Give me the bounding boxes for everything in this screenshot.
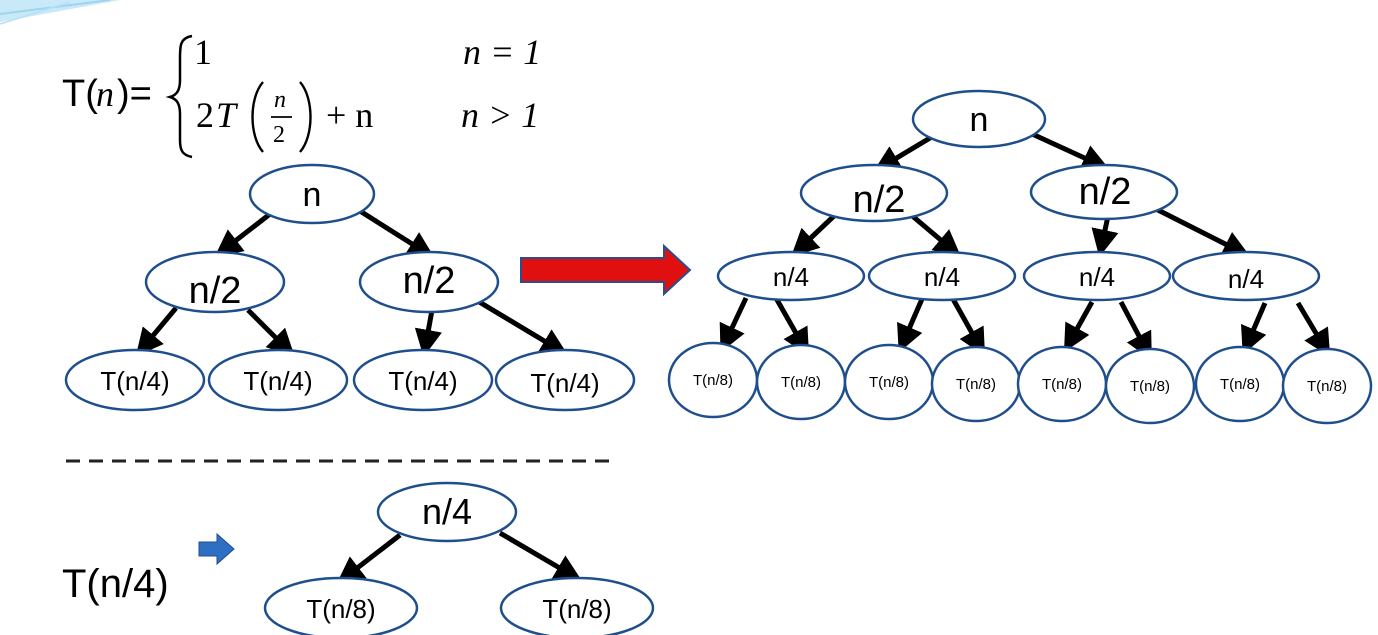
recurrence-formula: T( n )= 1 n = 1 2 T n 2 + n n > 1 — [62, 32, 541, 159]
node-label: T(n/8) — [781, 374, 821, 391]
tree-node — [799, 163, 949, 223]
node-label: T(n/4) — [243, 366, 312, 396]
tree-node-leaf — [1104, 347, 1196, 425]
left-tree-labels: n n/2 n/2 T(n/4) T(n/4) T(n/4) T(n/4) — [100, 176, 599, 398]
slide-corner-decoration — [0, 0, 120, 25]
edge — [872, 132, 937, 173]
edge — [773, 296, 810, 357]
edge — [1028, 130, 1110, 171]
node-label: n/2 — [403, 260, 456, 302]
edge — [950, 297, 986, 357]
formula-frac-den: 2 — [273, 122, 285, 148]
edge — [908, 212, 962, 258]
edge — [214, 212, 272, 258]
node-label: T(n/8) — [1220, 376, 1260, 393]
node-label: T(n/8) — [869, 374, 909, 391]
edge — [897, 298, 925, 353]
edge — [414, 309, 442, 358]
subtree-edges — [336, 530, 583, 585]
tree-node-leaf — [64, 348, 206, 412]
edge — [791, 213, 837, 257]
edge — [1063, 300, 1095, 353]
formula-right-paren — [299, 81, 312, 153]
edge — [1295, 301, 1331, 358]
tree-node-leaf — [1281, 347, 1373, 425]
edge — [1118, 300, 1152, 361]
tree-node-leaf — [494, 348, 636, 412]
tree-node — [1022, 250, 1172, 302]
right-tree-edges — [719, 130, 1331, 361]
tree-node-leaf — [263, 576, 419, 635]
tree-node — [358, 250, 500, 314]
tree-node-root — [911, 89, 1047, 149]
formula-lhs-prefix: T( — [62, 73, 98, 115]
tree-node — [716, 250, 866, 302]
tree-node-root — [376, 481, 518, 543]
formula-case1-value: 1 — [194, 32, 212, 72]
edge — [1152, 205, 1251, 257]
node-label: T(n/8) — [1130, 378, 1170, 395]
node-label: n/4 — [1079, 262, 1115, 292]
node-label: n/2 — [189, 270, 242, 312]
formula-lhs-suffix: )= — [117, 73, 152, 115]
node-label: T(n/8) — [542, 594, 611, 624]
edge — [1241, 302, 1268, 355]
edge — [246, 308, 295, 357]
tree-node-leaf — [352, 348, 494, 412]
node-label: T(n/4) — [100, 366, 169, 396]
node-label: n/4 — [422, 491, 472, 532]
formula-left-paren — [251, 81, 264, 153]
formula-frac-num: n — [274, 87, 286, 113]
node-label: T(n/4) — [530, 368, 599, 398]
node-label: n/2 — [1079, 171, 1132, 213]
formula-case2-func: T — [216, 95, 239, 135]
node-label: T(n/8) — [1307, 378, 1347, 395]
formula-case1-condition: n = 1 — [463, 32, 541, 72]
formula-lhs-var: n — [96, 74, 114, 114]
node-label: n — [970, 101, 989, 139]
node-label: n/2 — [853, 179, 906, 221]
subtree-label: T(n/4) — [62, 562, 169, 606]
node-label: T(n/8) — [693, 372, 733, 389]
edge — [474, 297, 569, 356]
edge — [135, 306, 178, 357]
subtree — [263, 481, 655, 635]
big-red-arrow — [520, 243, 692, 297]
tree-node — [1171, 250, 1321, 302]
edge — [358, 208, 435, 259]
node-label: n/4 — [1228, 264, 1264, 294]
right-tree-labels: n n/2 n/2 n/4 n/4 n/4 n/4 T(n/8) T(n/8) … — [693, 101, 1347, 395]
tree-node — [867, 250, 1017, 302]
node-label: n/4 — [924, 262, 960, 292]
node-label: T(n/4) — [388, 366, 457, 396]
node-label: n — [303, 176, 322, 214]
left-tree-edges — [135, 208, 569, 358]
node-label: T(n/8) — [306, 594, 375, 624]
tree-node — [144, 250, 286, 314]
node-label: n/4 — [773, 262, 809, 292]
formula-case2-condition: n > 1 — [461, 95, 539, 135]
right-tree — [667, 89, 1373, 425]
tree-node-leaf — [207, 348, 349, 412]
left-tree — [64, 163, 636, 412]
formula-case2-tail: + n — [326, 95, 373, 135]
edge — [498, 530, 583, 582]
tree-node-leaf — [499, 576, 655, 635]
small-blue-arrow — [198, 532, 235, 566]
node-label: T(n/8) — [956, 376, 996, 393]
edge — [1091, 215, 1119, 258]
edge — [336, 533, 402, 585]
node-label: T(n/8) — [1042, 376, 1082, 393]
formula-case2-coef: 2 — [196, 95, 214, 135]
tree-node-root — [248, 163, 376, 225]
tree-node — [1029, 163, 1179, 221]
formula-brace — [165, 34, 193, 159]
edge — [719, 296, 749, 353]
subtree-labels: n/4 T(n/8) T(n/8) — [306, 491, 611, 624]
